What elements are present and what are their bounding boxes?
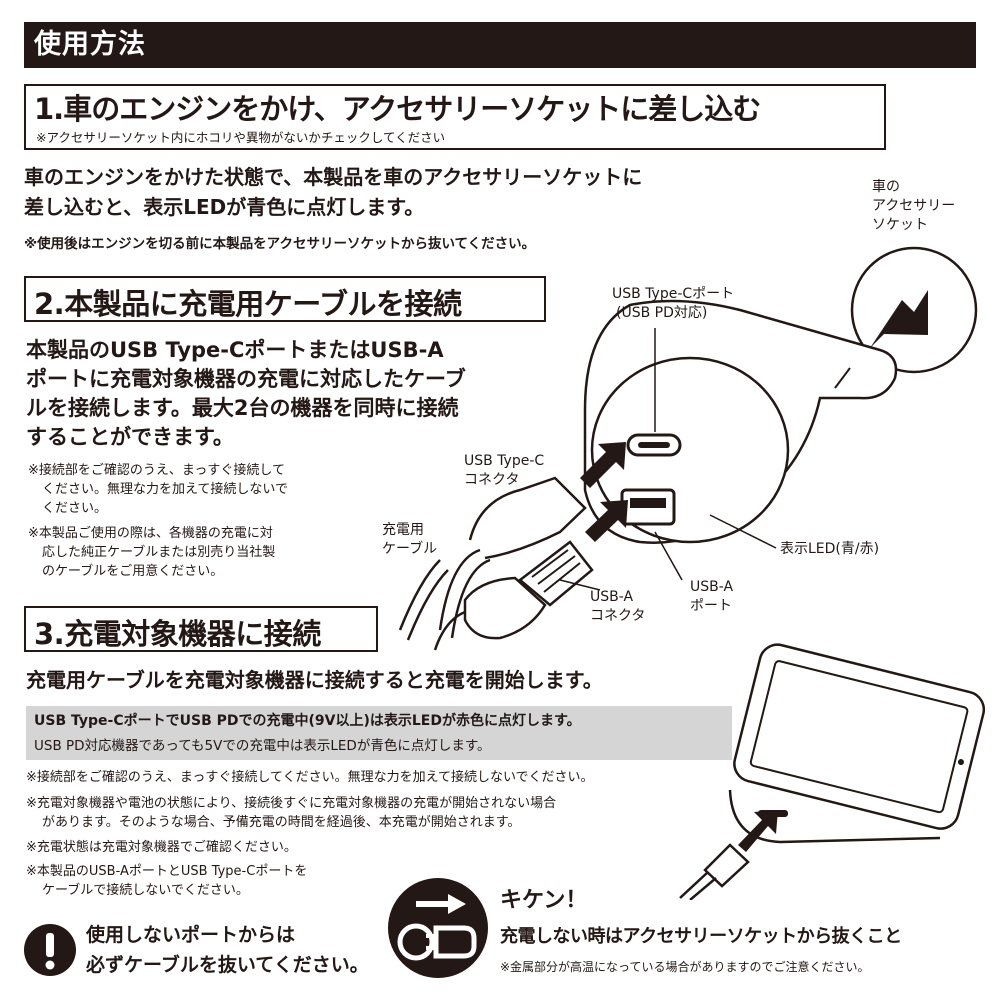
step2-note2-line2: 応した純正ケーブルまたは別売り当社製: [42, 545, 276, 560]
step2-box: [24, 276, 546, 322]
warning-left-line2: 必ずケーブルを抜いてください。: [86, 954, 369, 976]
step2-title: 2.本製品に充電用ケーブルを接続: [34, 287, 462, 321]
insert-arrow: [870, 290, 928, 348]
typec-conn-label-line1: USB Type-C: [464, 453, 545, 469]
warning-right-title: キケン！: [500, 888, 588, 913]
exclamation-icon: [24, 924, 76, 976]
warning-right-note: ※金属部分が高温になっている場合がありますのでご注意ください。: [500, 960, 870, 974]
socket-label-line1: 車の: [872, 179, 900, 195]
step3-body: 充電用ケーブルを充電対象機器に接続すると充電を開始します。: [26, 668, 603, 692]
usba-port-label-line2: ポート: [690, 598, 732, 614]
usba-conn-label-line1: USB-A: [590, 589, 634, 605]
phone-diagram: [679, 643, 986, 900]
step1-box: [24, 84, 886, 150]
step2-note1-line2: ください。無理な力を加えて接続しないで: [42, 482, 288, 497]
highlight-line1: USB Type-CポートでUSB PDでの充電中(9V以上)は表示LEDが赤色…: [34, 713, 581, 729]
step1-body-line1: 車のエンジンをかけた状態で、本製品を車のアクセサリーソケットに: [24, 165, 643, 189]
typec-conn-label-line2: コネクタ: [464, 472, 520, 488]
step1-title: 1.車のエンジンをかけ、アクセサリーソケットに差し込む: [34, 92, 761, 126]
typec-arrow: [580, 442, 626, 488]
led-label: 表示LED(青/赤): [780, 541, 880, 557]
unplug-warning-icon: [388, 878, 488, 978]
step2-body-line3: ルを接続します。最大2台の機器を同時に接続: [26, 396, 459, 420]
step2-body-line4: することができます。: [26, 425, 234, 449]
step3-note2-line1: ※充電対象機器や電池の状態により、接続後すぐに充電対象機器の充電が開始されない場…: [26, 796, 557, 811]
usba-conn-label-line2: コネクタ: [590, 608, 646, 624]
step2-note1-line3: ください。: [42, 501, 108, 516]
typec-port-label-line2: (USB PD対応): [616, 305, 708, 321]
warning-left-line1: 使用しないポートからは: [86, 924, 296, 946]
header-bar: [24, 22, 976, 68]
charger-diagram: [398, 246, 978, 651]
step3-note4-line1: ※本製品のUSB-AポートとUSB Type-Cポートを: [26, 864, 308, 879]
step3-note4-line2: ケーブルで接続しないでください。: [42, 883, 249, 898]
step1-body-line2: 差し込むと、表示LEDが青色に点灯します。: [24, 195, 425, 219]
highlight-box: [26, 706, 732, 760]
phone-arrow: [738, 810, 778, 852]
step2-note2-line3: のケーブルをご用意ください。: [42, 564, 224, 579]
typec-cable: [468, 476, 587, 560]
warning-right-line1: 充電しない時はアクセサリーソケットから抜くこと: [500, 926, 902, 947]
step3-note1: ※接続部をご確認のうえ、まっすぐ接続してください。無理な力を加えて接続しないでく…: [26, 770, 594, 785]
step3-title: 3.充電対象機器に接続: [34, 617, 321, 651]
step2-note2-line1: ※本製品ご使用の際は、各機器の充電に対: [28, 526, 273, 541]
phone-cable: [703, 843, 750, 888]
cable-label-line1: 充電用: [382, 522, 424, 538]
step3-note2-line2: があります。そのような場合、予備充電の時間を経過後、本充電が開始されます。: [42, 815, 521, 830]
socket-label-line2: アクセサリー: [872, 198, 956, 214]
usba-arrow: [585, 500, 628, 542]
step1-note: ※使用後はエンジンを切る前に本製品をアクセサリーソケットから抜いてください。: [24, 236, 536, 252]
step2-body-line2: ポートに充電対象機器の充電に対応したケーブ: [26, 367, 466, 391]
usba-port-label-line1: USB-A: [690, 579, 734, 595]
typec-port-label-line1: USB Type-Cポート: [612, 286, 735, 302]
cable-label-line2: ケーブル: [382, 541, 438, 557]
page-title: 使用方法: [34, 29, 146, 60]
step2-body-line1: 本製品のUSB Type-CポートまたはUSB-A: [26, 338, 444, 362]
socket-label-line3: ソケット: [872, 217, 928, 233]
accessory-socket: [850, 246, 978, 374]
step1-subnote: ※アクセサリーソケット内にホコリや異物がないかチェックしてください: [36, 130, 446, 145]
highlight-line2: USB PD対応機器であっても5Vでの充電中は表示LEDが青色に点灯します。: [34, 738, 491, 754]
step3-note3: ※充電状態は充電対象機器でご確認ください。: [26, 840, 297, 855]
step3-box: [24, 606, 378, 652]
step2-note1-line1: ※接続部をご確認のうえ、まっすぐ接続して: [28, 463, 285, 478]
